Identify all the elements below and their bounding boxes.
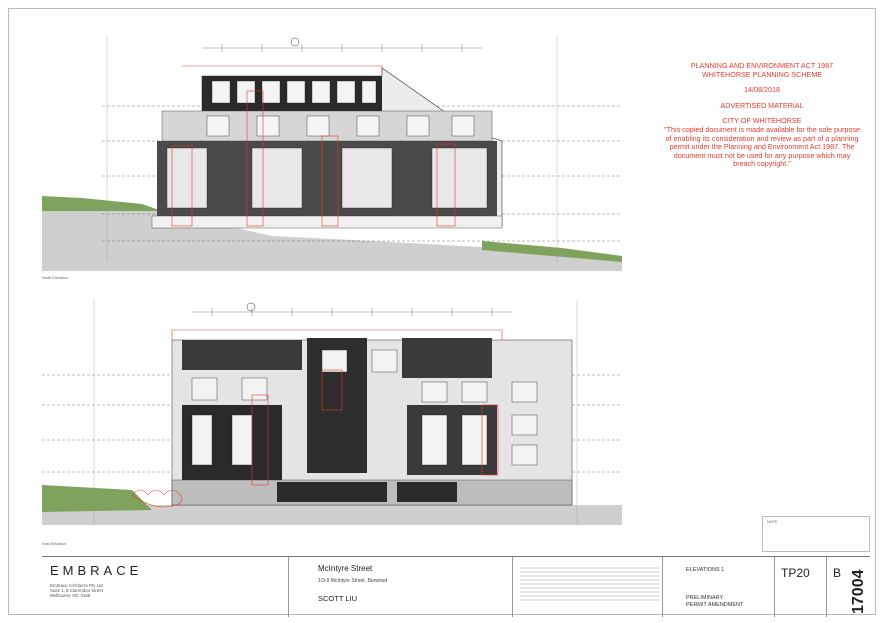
tb-divider-5 <box>826 557 827 617</box>
top-elevation: North Elevation <box>42 36 622 286</box>
stamp-advertised: ADVERTISED MATERIAL <box>720 100 804 110</box>
tb-divider-2 <box>512 557 513 617</box>
status-preliminary: PRELIMINARY <box>686 595 724 601</box>
title-block <box>42 556 870 617</box>
project-street: McIntyre Street <box>318 564 373 573</box>
firm-line-1: Embrace Architects Pty Ltd <box>50 583 103 588</box>
status-permit-amendment: PERMIT AMENDMENT <box>686 602 744 608</box>
revision-table <box>520 567 660 601</box>
drawing-title: ELEVATIONS 1 <box>686 567 725 573</box>
sheet-border <box>8 8 876 615</box>
tb-divider-1 <box>288 557 289 617</box>
firm-details: Embrace Architects Pty Ltd Suite 1, 8 Cl… <box>50 583 103 599</box>
top-elevation-label: North Elevation <box>42 276 68 280</box>
note-label: NOTE <box>767 520 778 524</box>
bottom-elevation-label: East Elevation <box>42 542 67 546</box>
client-name: SCOTT LIU <box>318 594 358 603</box>
sheet-number: TP20 <box>781 566 810 580</box>
embrace-logo: EMBRACE <box>50 563 143 578</box>
stamp-notice: "This copied document is made available … <box>664 124 860 169</box>
firm-line-2: Suite 1, 8 Clarendon Street <box>50 588 103 594</box>
stamp-city: CITY OF WHITEHORSE <box>722 116 802 126</box>
tb-divider-4 <box>774 557 775 617</box>
top-elevation-drawing <box>42 36 622 271</box>
tb-divider-3 <box>662 557 663 617</box>
planning-stamp: PLANNING AND ENVIRONMENT ACT 1987 WHITEH… <box>662 61 862 169</box>
note-box: NOTE <box>762 516 870 552</box>
bottom-elevation: East Elevation <box>42 300 622 546</box>
job-number: 17004 <box>850 569 867 615</box>
stamp-act: PLANNING AND ENVIRONMENT ACT 1987 <box>690 61 834 70</box>
project-address: 1/3-9 McIntyre Street, Burwood <box>318 578 388 584</box>
stamp-date: 14/08/2018 <box>744 85 780 95</box>
revision-letter: B <box>833 566 842 580</box>
bottom-elevation-drawing <box>42 300 622 525</box>
firm-line-3: Melbourne VIC 3168 <box>50 593 91 599</box>
stamp-scheme: WHITEHORSE PLANNING SCHEME <box>701 69 823 79</box>
